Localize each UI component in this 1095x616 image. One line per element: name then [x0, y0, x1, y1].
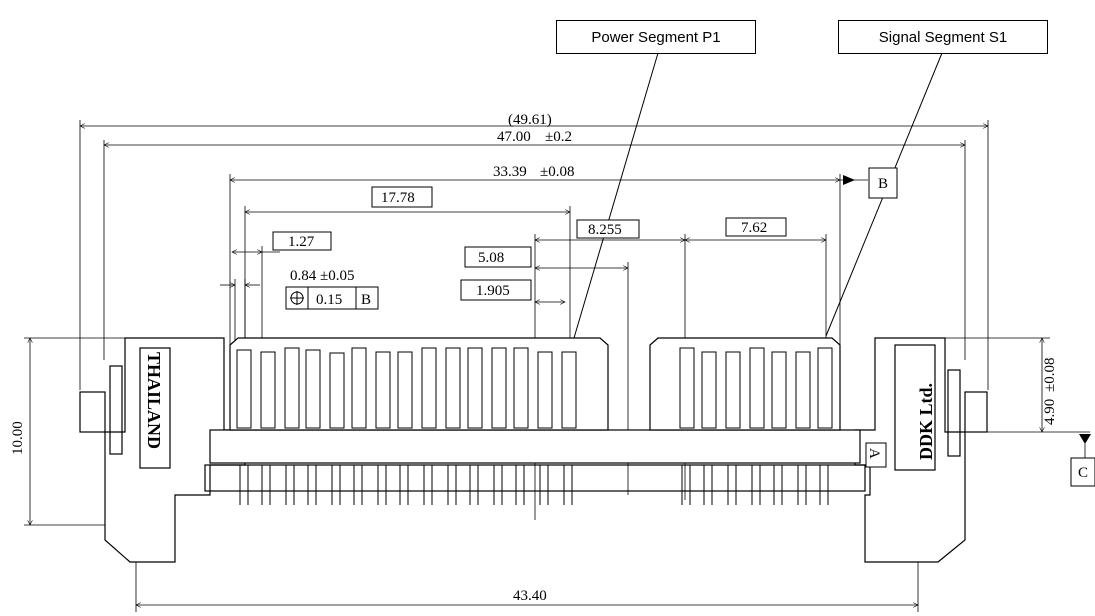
tol-value-label: 0.15 [316, 292, 342, 308]
datum-a-box [865, 442, 887, 468]
d508-box [464, 246, 532, 268]
signal-span-dimension [685, 234, 826, 345]
datum-c-triangle [1079, 434, 1091, 444]
datum-c-box [1070, 457, 1095, 487]
signal-segment-callout: Signal Segment S1 [838, 20, 1048, 54]
pin-span-tol-label: ±0.08 [540, 164, 574, 180]
power-span-label: 17.78 [381, 190, 415, 206]
power-pins [236, 347, 577, 429]
bottom-label: 43.40 [513, 588, 547, 604]
right-height-dimension [945, 338, 1090, 432]
overall-label: 47.00 [497, 129, 531, 145]
d508-label: 5.08 [478, 250, 504, 266]
d1905-label: 1.905 [476, 283, 510, 299]
tol-datum-label: B [361, 292, 371, 308]
pitch-label: 1.27 [288, 234, 315, 250]
datum-c-label: C [1078, 465, 1088, 481]
segment-gap-label: 8.255 [588, 222, 622, 238]
signal-span-box [725, 217, 787, 237]
pitch-box [272, 231, 332, 251]
ddk-marking: DDK Ltd. [916, 383, 936, 460]
d1905-box [460, 279, 532, 301]
bottom-dimension [136, 562, 918, 612]
signal-span-label: 7.62 [741, 220, 767, 236]
power-segment-callout: Power Segment P1 [556, 20, 756, 54]
tail-leads [239, 465, 829, 505]
datum-b-triangle [843, 175, 855, 185]
height-label: 10.00 [10, 421, 26, 455]
power-leader-line [573, 52, 659, 339]
datum-a-label: A [866, 448, 882, 459]
pin-span-dimension [230, 174, 868, 345]
width-tol-pm-label: ±0.05 [320, 268, 354, 284]
right-height-tol-label: ±0.08 [1042, 358, 1058, 392]
height-dimension [24, 338, 125, 525]
overall-dimension [80, 120, 988, 390]
width-tol-dimension [220, 279, 260, 345]
width-tol-label: 0.84 [290, 268, 317, 284]
overall-tol-label: ±0.2 [545, 129, 572, 145]
segment-gap-box [576, 219, 640, 239]
thailand-marking: THAILAND [144, 352, 164, 449]
datum-b-box [868, 167, 898, 199]
power-span-box [371, 186, 433, 208]
signal-pins [679, 347, 833, 429]
pitch-dimension [232, 246, 280, 350]
connector-body [79, 337, 988, 563]
position-tolerance-frame [285, 286, 379, 310]
overall-ref-label: (49.61) [508, 112, 552, 128]
datum-b-label: B [878, 176, 888, 192]
right-height-label: 4.90 [1042, 399, 1058, 425]
pin-span-label: 33.39 [493, 164, 527, 180]
